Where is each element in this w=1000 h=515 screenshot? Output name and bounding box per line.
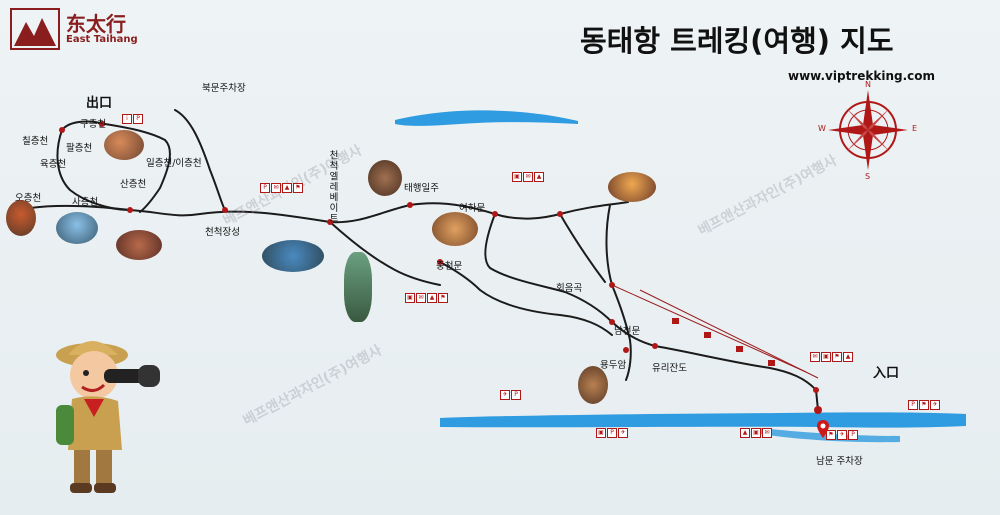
label-1st-2nd-heaven: 일층천/이층천 (146, 158, 202, 169)
facility-icons: ▲▣✉ (740, 428, 772, 438)
label-4th-heaven: 사층천 (72, 197, 99, 208)
mountain-logo-icon (10, 8, 60, 50)
upper-lake (395, 110, 578, 126)
photo-viewpoint (578, 366, 608, 404)
label-yeoha-gate: 여하문 (459, 203, 486, 214)
label-entrance: 入口 (873, 366, 900, 381)
label-south-gate: 남천문 (614, 326, 641, 337)
facility-icons: ✈P (500, 390, 521, 400)
facility-icons: ⚑✈P (826, 430, 858, 440)
photo-viewpoint (368, 160, 402, 196)
location-pin-icon (817, 420, 829, 438)
cable-car-lines (611, 284, 819, 379)
label-7th-heaven: 칠층천 (22, 136, 49, 147)
label-exit: 出口 (86, 96, 113, 111)
photo-viewpoint (432, 212, 478, 246)
facility-icons: ▣P✈ (596, 428, 628, 438)
label-north-parking: 북문주차장 (202, 83, 246, 94)
photo-viewpoint (104, 130, 144, 160)
label-taihang-pillar: 태행일주 (404, 183, 439, 194)
facility-icons: ▣✉▲ (512, 172, 544, 182)
logo-chinese: 东太行 (66, 11, 126, 36)
label-8th-heaven: 팔층천 (66, 143, 93, 154)
label-6th-heaven: 육층천 (40, 159, 67, 170)
photo-viewpoint (56, 212, 98, 244)
hiker-mascot-icon (56, 341, 160, 493)
logo-english: East Taihang (66, 33, 138, 45)
compass-w: W (818, 124, 826, 133)
label-3rd-heaven: 산층천 (120, 179, 147, 190)
compass-rose (828, 90, 908, 170)
website-url[interactable]: www.viptrekking.com (788, 69, 935, 83)
cable-car-cabins (672, 318, 775, 366)
label-hoeumgok: 회음곡 (556, 283, 583, 294)
photo-viewpoint (116, 230, 162, 260)
compass-n: N (865, 80, 871, 89)
label-elevator: 천척엘레베이트 (327, 150, 338, 224)
photo-viewpoint (608, 172, 656, 202)
label-south-parking: 남문 주차장 (816, 456, 863, 467)
facility-icons: P✉▲⚑ (260, 183, 303, 193)
logo: 东太行 East Taihang (10, 8, 138, 50)
label-glass-path: 유리잔도 (652, 363, 687, 374)
photo-viewpoint (6, 200, 36, 236)
facility-icons: P⚑✈ (908, 400, 940, 410)
label-5th-heaven: 오층천 (15, 193, 42, 204)
photo-viewpoint (262, 240, 324, 272)
trail-nodes (59, 121, 822, 414)
photo-viewpoint (344, 252, 372, 322)
compass-e: E (912, 124, 918, 133)
label-middle-gate: 중천문 (436, 261, 463, 272)
lower-river (440, 412, 966, 428)
page-title: 동태항 트레킹(여행) 지도 (580, 24, 894, 58)
label-great-wall: 천척장성 (205, 227, 240, 238)
label-9th-heaven: 구층천 (80, 119, 107, 130)
facility-icons: ▣✉▲⚑ (405, 293, 448, 303)
compass-s: S (865, 172, 871, 181)
facility-icons: ✉▣⚑▲ (810, 352, 853, 362)
label-yongduam: 용두암 (600, 360, 627, 371)
